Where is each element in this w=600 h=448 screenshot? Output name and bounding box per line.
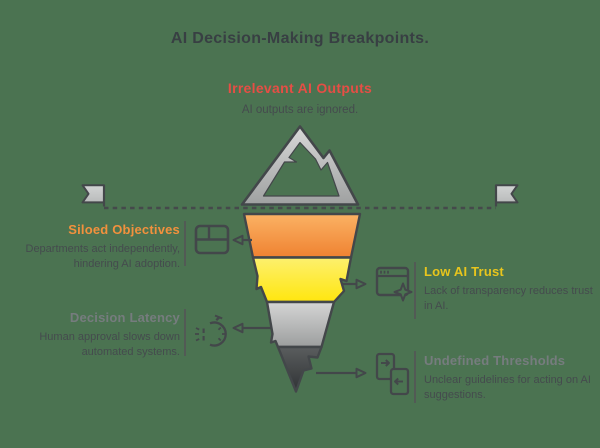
- page-title: AI Decision-Making Breakpoints.: [170, 30, 430, 47]
- timer-icon: [195, 314, 227, 347]
- callout-line: Lack of transparency reduces trust: [424, 285, 593, 297]
- funnel-segment-decision-latency: [265, 300, 336, 349]
- right-flag-icon: [494, 184, 519, 207]
- arrow-decision-latency: [232, 322, 271, 334]
- document-transfer-icon: [375, 352, 410, 396]
- callout-decision-latency: Decision Latency Human approval slows do…: [8, 310, 180, 360]
- divider-line: [184, 309, 186, 356]
- funnel-segment-low-ai-trust: [251, 256, 353, 304]
- callout-title: Decision Latency: [69, 310, 180, 325]
- divider-line: [414, 262, 416, 319]
- callout-line: Departments act independently,: [25, 243, 181, 255]
- arrow-low-ai-trust: [341, 278, 367, 290]
- divider-line: [184, 221, 186, 266]
- callout-low-ai-trust: Low AI Trust Lack of transparency reduce…: [424, 264, 596, 314]
- callout-line: automated systems.: [81, 346, 180, 358]
- callout-title: Low AI Trust: [424, 264, 504, 279]
- callout-line: hindering AI adoption.: [73, 258, 180, 270]
- callout-title: Undefined Thresholds: [424, 353, 566, 368]
- callout-line: Unclear guidelines for acting on AI: [424, 374, 591, 386]
- divider-line: [414, 351, 416, 403]
- arrow-siloed-objectives: [232, 234, 252, 246]
- callout-siloed-objectives: Siloed Objectives Departments act indepe…: [8, 222, 181, 272]
- funnel: [242, 212, 362, 393]
- callout-line: suggestions.: [424, 389, 486, 401]
- window-grid-icon: [194, 224, 230, 255]
- browser-sparkle-icon: [375, 266, 413, 302]
- left-flag-icon: [81, 184, 106, 207]
- funnel-segment-undefined-thresholds: [276, 345, 323, 393]
- callout-description-irrelevant-ai-outputs: AI outputs are ignored.: [241, 104, 359, 116]
- callout-undefined-thresholds: Undefined Thresholds Unclear guidelines …: [424, 353, 596, 403]
- callout-title: Siloed Objectives: [68, 222, 180, 237]
- funnel-segment-siloed-objectives: [242, 212, 362, 259]
- arrow-undefined-thresholds: [316, 367, 367, 379]
- callout-title-irrelevant-ai-outputs: Irrelevant AI Outputs: [227, 80, 373, 96]
- callout-line: Human approval slows down: [39, 331, 180, 343]
- callout-line: in AI.: [424, 300, 449, 312]
- mountain-icon: [240, 125, 360, 206]
